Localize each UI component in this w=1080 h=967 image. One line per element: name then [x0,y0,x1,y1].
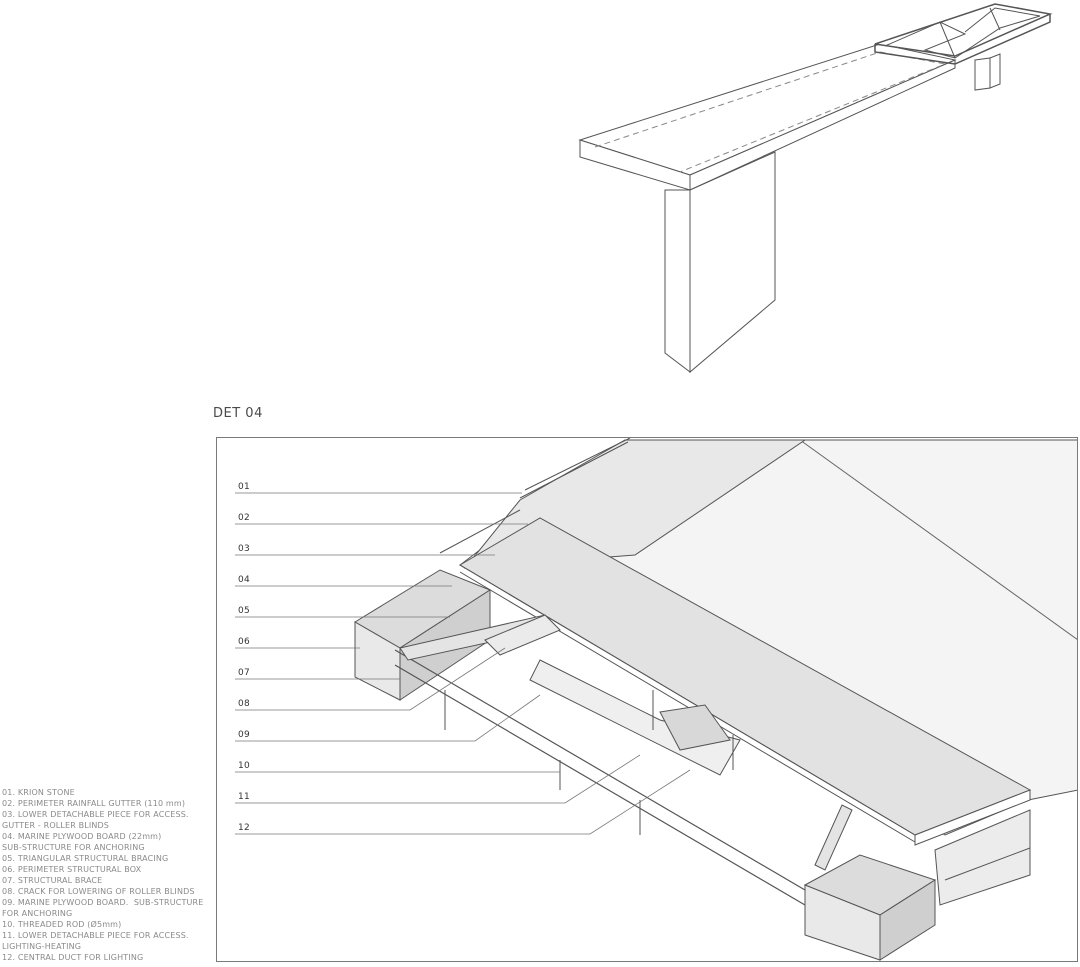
legend-line: 06. PERIMETER STRUCTURAL BOX [2,865,142,874]
perimeter-box-side [934,809,1031,906]
leader-09 [235,694,541,742]
callout-04: 04 [238,575,251,585]
structural-frame-rail [394,649,806,891]
legend-line: 05. TRIANGULAR STRUCTURAL BRACING [2,854,169,863]
callout-08: 08 [238,699,251,709]
legend-line: 01. KRION STONE [2,788,75,797]
callout-03: 03 [238,544,251,554]
callout-11: 11 [238,792,251,802]
legend-line: FOR ANCHORING [2,909,73,918]
slab-side [689,59,956,191]
legend-line: 12. CENTRAL DUCT FOR LIGHTING [2,953,144,962]
legend-line: 10. THREADED ROD (Ø5mm) [2,920,122,929]
legend-line: LIGHTING-HEATING [2,942,82,951]
callout-07: 07 [238,668,251,678]
legend-line: SUB-STRUCTURE FOR ANCHORING [2,843,145,852]
legend-line: 04. MARINE PLYWOOD BOARD (22mm) [2,832,162,841]
callout-05: 05 [238,606,251,616]
callout-01: 01 [238,482,251,492]
leader-08 [235,647,506,711]
leader-12 [235,769,691,835]
legend-line: 03. LOWER DETACHABLE PIECE FOR ACCESS. [2,810,189,819]
legend-line: 02. PERIMETER RAINFALL GUTTER (110 mm) [2,799,186,808]
legend-line: 07. STRUCTURAL BRACE [2,876,103,885]
legend: 01. KRION STONE 02. PERIMETER RAINFALL G… [2,787,207,963]
callout-12: 12 [238,823,251,833]
callout-06: 06 [238,637,251,647]
detail-title: DET 04 [213,406,263,421]
legend-line: 08. CRACK FOR LOWERING OF ROLLER BLINDS [2,887,195,896]
leader-11 [235,754,641,804]
legend-line: 11. LOWER DETACHABLE PIECE FOR ACCESS. [2,931,189,940]
callout-09: 09 [238,730,251,740]
detail-frame [216,437,1078,962]
legend-line: GUTTER - ROLLER BLINDS [2,821,110,830]
legend-line: 09. MARINE PLYWOOD BOARD. SUB-STRUCTURE [2,898,204,907]
callout-10: 10 [238,761,251,771]
overview-drawing [578,3,1053,374]
callout-02: 02 [238,513,251,523]
